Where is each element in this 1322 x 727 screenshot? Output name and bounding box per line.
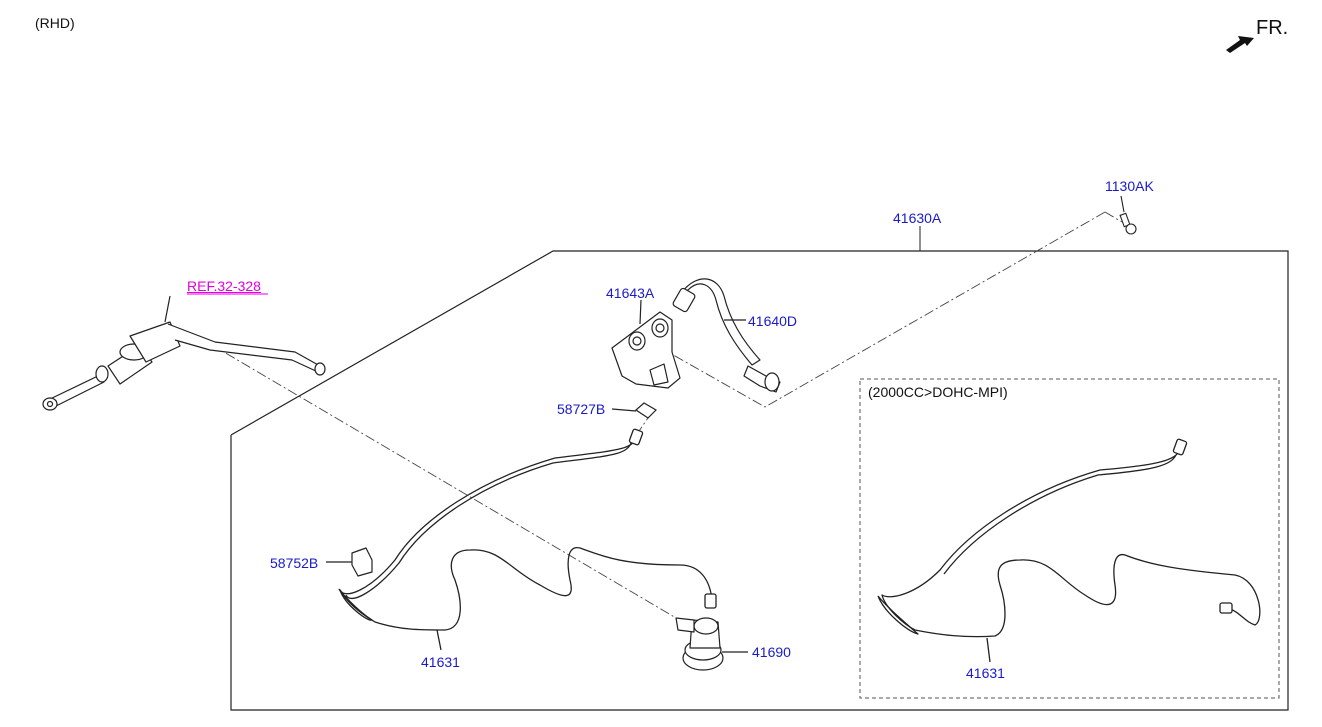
clip-58727B-icon bbox=[611, 402, 657, 419]
bracket-41643A-icon bbox=[611, 299, 681, 389]
assembly-lines bbox=[194, 211, 1123, 626]
callout-41631-alt[interactable]: 41631 bbox=[966, 665, 1005, 681]
callout-41631[interactable]: 41631 bbox=[421, 654, 460, 670]
assembly-outline bbox=[230, 250, 1289, 711]
clutch-master-cylinder-icon bbox=[42, 295, 326, 411]
callout-41630A[interactable]: 41630A bbox=[893, 210, 942, 226]
callout-41690[interactable]: 41690 bbox=[752, 644, 791, 660]
callout-58752B[interactable]: 58752B bbox=[270, 555, 319, 571]
reference-link[interactable]: REF.32-328 bbox=[187, 278, 261, 294]
front-arrow-icon bbox=[1226, 36, 1254, 53]
bolt-1130AK-icon bbox=[1119, 195, 1137, 235]
front-direction-label: FR. bbox=[1256, 17, 1289, 39]
slave-cylinder-41690-icon bbox=[675, 617, 748, 671]
callout-1130AK[interactable]: 1130AK bbox=[1105, 178, 1154, 194]
callout-41643A[interactable]: 41643A bbox=[606, 285, 655, 301]
variant-label: (RHD) bbox=[35, 15, 75, 31]
engine-variant-box-title: (2000CC>DOHC-MPI) bbox=[868, 384, 1008, 400]
callout-41640D[interactable]: 41640D bbox=[748, 313, 798, 329]
tube-41631-icon bbox=[338, 428, 717, 651]
clip-58752B-icon bbox=[326, 547, 373, 577]
hose-41640D-icon bbox=[672, 278, 781, 393]
tube-41631-alt-icon bbox=[877, 438, 1261, 663]
callout-58727B[interactable]: 58727B bbox=[557, 401, 606, 417]
engine-variant-box bbox=[859, 378, 1280, 699]
